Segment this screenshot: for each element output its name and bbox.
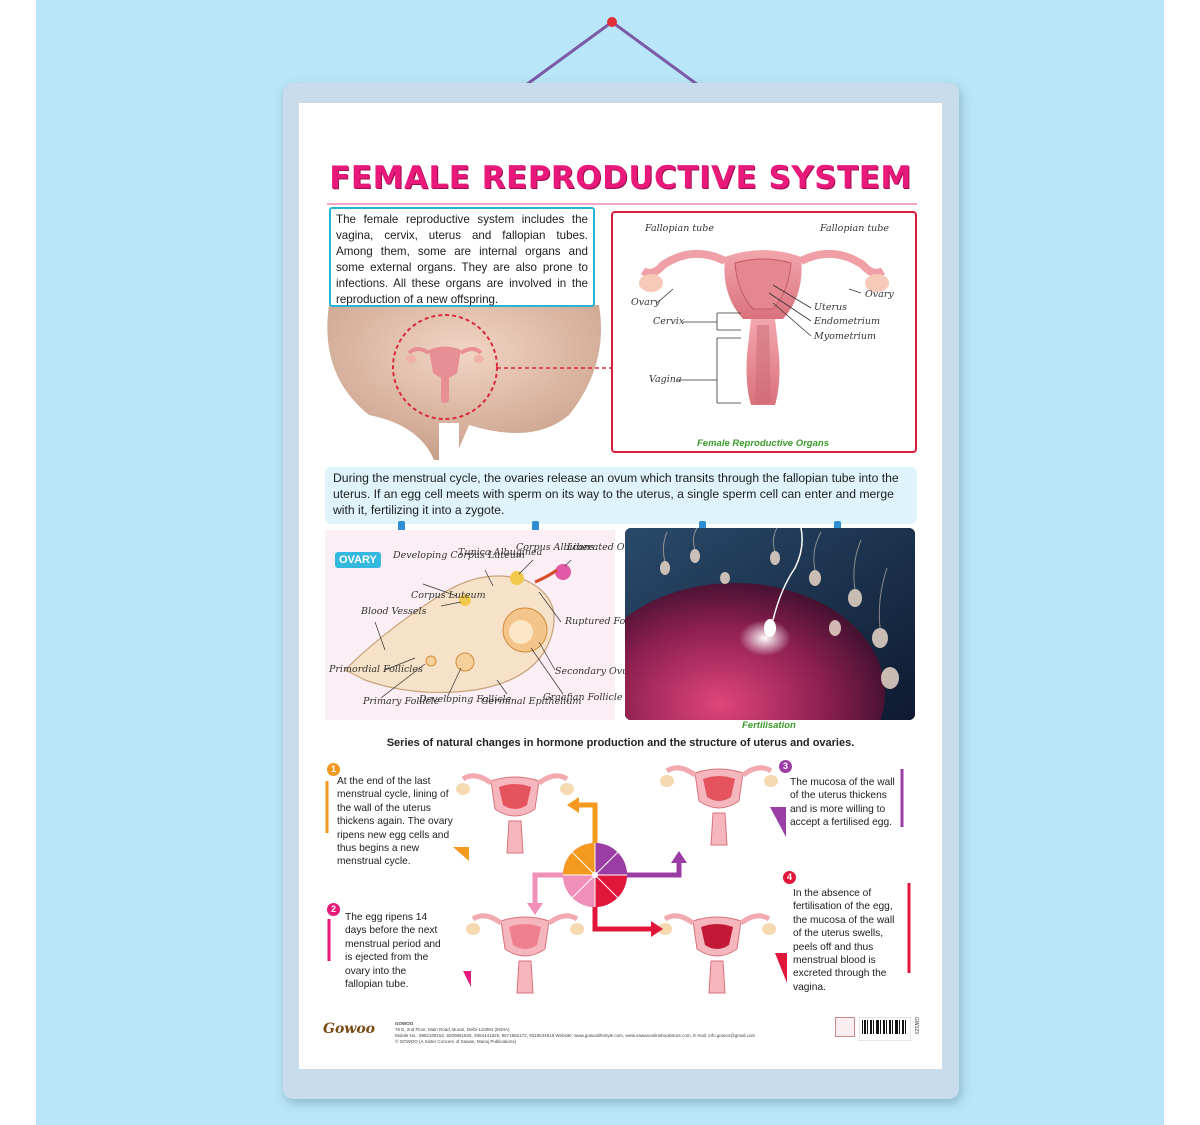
arrow-heads	[527, 797, 687, 937]
step-4-number: 4	[783, 871, 796, 884]
step-3-frame	[770, 769, 904, 837]
fertilisation-image	[625, 528, 915, 720]
uterus-stage-2	[466, 913, 584, 994]
publisher-contact: Mobile No.: 9882108152, 8200861825, 9354…	[395, 1033, 756, 1038]
sperm-egg-illustration	[625, 528, 915, 720]
product-code: GW123	[913, 1017, 919, 1034]
step-1-frame	[325, 781, 469, 861]
brand-logo: Gowoo	[323, 1021, 376, 1037]
step-3-number: 3	[779, 760, 792, 773]
seal-icon	[835, 1017, 855, 1037]
publisher-info: GOWOO 76 E, 2nd Floor, Main Road, Burari…	[395, 1021, 805, 1045]
label-endometrium: Endometrium	[814, 316, 881, 327]
label-primordial-follicles: Primordial Follicles	[329, 664, 423, 675]
uterus-stage-1	[456, 773, 574, 854]
ovary-diagram: OVARY	[325, 530, 648, 720]
barcode-icon	[859, 1017, 911, 1041]
organ-leader-lines	[656, 284, 862, 404]
label-fallopian-left: Fallopian tube	[645, 223, 714, 234]
zoom-circle	[392, 314, 498, 420]
label-corpus-albicans: Corpus Albicans	[516, 542, 595, 553]
organs-caption: Female Reproductive Organs	[697, 438, 829, 449]
poster-title: FEMALE REPRODUCTIVE SYSTEM	[329, 160, 912, 196]
fertilisation-caption: Fertilisation	[742, 720, 796, 731]
label-graafian-follicle: Graafian Follicle	[543, 692, 623, 703]
publisher-copyright: © GOWOO (A Sister Concern of Sawan, Mano…	[395, 1039, 517, 1044]
tab-marker	[532, 521, 539, 535]
label-fallopian-right: Fallopian tube	[820, 223, 889, 234]
step-4-frame	[775, 883, 911, 983]
intro-text: The female reproductive system includes …	[329, 207, 595, 307]
uterus-stage-4	[658, 913, 776, 994]
step-4-text: In the absence of fertilisation of the e…	[793, 888, 895, 993]
step-3-text: The mucosa of the wall of the uterus thi…	[790, 777, 895, 829]
cycle-arrows	[532, 802, 682, 932]
label-ovary-left: Ovary	[631, 297, 660, 308]
uterus-stage-3	[660, 765, 778, 846]
pin-icon	[607, 17, 617, 27]
body-illustration	[327, 305, 614, 460]
cycle-diagram	[456, 765, 778, 994]
label-cervix: Cervix	[653, 316, 685, 327]
ovary-badge: OVARY	[335, 552, 381, 568]
label-corpus-luteum: Corpus Luteum	[411, 590, 486, 601]
poster-sheet: FEMALE REPRODUCTIVE SYSTEM The female re…	[299, 103, 942, 1069]
label-uterus: Uterus	[814, 302, 847, 313]
step-2-frame	[327, 919, 471, 987]
organs-diagram: Fallopian tube Fallopian tube Ovary Ovar…	[611, 211, 917, 453]
label-myometrium: Myometrium	[814, 331, 876, 342]
step-1-number: 1	[327, 763, 340, 776]
label-liberated-ovum: Liberated Ovum	[567, 542, 646, 553]
publisher-name: GOWOO	[395, 1021, 414, 1026]
label-tunica-albuginea: Tunica Albuginea	[458, 547, 543, 558]
ovary-illustration	[343, 559, 572, 699]
label-germinal-epithelium: Germinal Epithelium	[481, 696, 582, 707]
label-developing-corpus-luteum: Developing Corpus Luteum	[393, 550, 525, 561]
menstrual-cycle-text: During the menstrual cycle, the ovaries …	[325, 467, 917, 524]
label-secondary-ovum: Secondary Ovum	[555, 666, 638, 677]
tab-marker	[398, 521, 405, 535]
step-1-text: At the end of the last menstrual cycle, …	[337, 776, 453, 868]
step-2-text: The egg ripens 14 days before the next m…	[345, 912, 441, 991]
cycle-wheel	[563, 843, 627, 907]
label-primary-follicle: Primary Follicle	[363, 696, 440, 707]
publisher-address: 76 E, 2nd Floor, Main Road, Burari, Delh…	[395, 1027, 510, 1032]
label-developing-follicle: Developing Follicle	[419, 694, 512, 705]
title-divider	[327, 203, 917, 205]
label-blood-vessels: Blood Vessels	[361, 606, 427, 617]
step-2-number: 2	[327, 903, 340, 916]
label-ovary-right: Ovary	[865, 289, 894, 300]
hanging-cord	[511, 17, 713, 97]
label-ruptured-follicle: Ruptured Follicle	[565, 616, 649, 627]
series-title: Series of natural changes in hormone pro…	[386, 737, 855, 749]
label-vagina: Vagina	[649, 374, 682, 385]
